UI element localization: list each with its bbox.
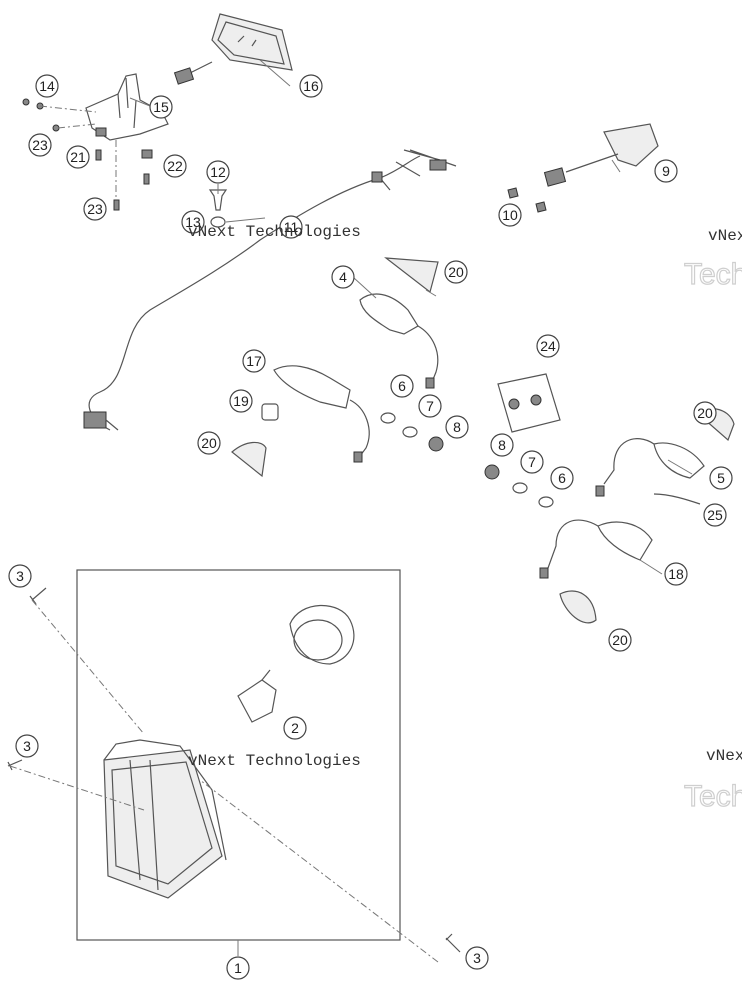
callout-20-c: 20 [693,401,717,425]
callout-13: 13 [181,210,205,234]
svg-text:3: 3 [473,950,481,966]
svg-text:7: 7 [426,398,434,414]
screw-part [208,189,228,211]
callout-9: 9 [654,159,678,183]
callout-12: 12 [206,160,230,184]
svg-text:12: 12 [210,164,226,180]
svg-text:23: 23 [87,201,103,217]
indicator-front-left [359,257,439,389]
callout-5: 5 [709,466,733,490]
reflector-plate [497,373,561,433]
svg-text:3: 3 [16,568,24,584]
callout-6-left: 6 [390,374,414,398]
callout-15: 15 [149,95,173,119]
callout-8-left: 8 [445,415,469,439]
headlight-screws [7,587,461,963]
callout-7-right: 7 [520,450,544,474]
svg-text:8: 8 [453,419,461,435]
leader-lines [129,59,693,575]
svg-text:20: 20 [201,435,217,451]
callout-18: 18 [664,562,688,586]
callout-1: 1 [226,956,250,980]
callout-22: 22 [163,154,187,178]
callout-3-top: 3 [8,564,32,588]
callout-24: 24 [536,334,560,358]
indicator-rear-right [539,519,653,624]
svg-text:3: 3 [23,738,31,754]
indicator-rear-left [231,365,370,478]
svg-text:13: 13 [185,214,201,230]
watermark-text: Tech [684,258,742,291]
svg-text:21: 21 [70,149,86,165]
callout-23-top: 23 [28,133,52,157]
svg-text:11: 11 [284,219,299,235]
watermark-text: Tech [684,780,742,813]
callout-11: 11 [279,215,303,239]
callout-16: 16 [299,74,323,98]
svg-text:6: 6 [558,470,566,486]
svg-text:8: 8 [498,437,506,453]
callout-14: 14 [35,74,59,98]
svg-text:6: 6 [398,378,406,394]
callout-19: 19 [229,389,253,413]
svg-text:1: 1 [234,960,242,976]
watermark-text: vNext Technologies [188,223,361,241]
licence-plate-light [507,123,659,213]
svg-text:9: 9 [662,163,670,179]
watermark-text: vNext [708,227,742,245]
callout-6-right: 6 [550,466,574,490]
svg-text:20: 20 [697,405,713,421]
svg-text:23: 23 [32,137,48,153]
callout-20-a: 20 [444,260,468,284]
callout-3-bottom: 3 [465,946,489,970]
callout-17: 17 [242,349,266,373]
svg-text:15: 15 [153,99,169,115]
nut-part [210,216,226,228]
svg-text:22: 22 [167,158,183,174]
callout-21: 21 [66,145,90,169]
part-drawings [7,13,735,963]
watermark-text: vNext Technologies [188,752,361,770]
svg-text:17: 17 [246,353,262,369]
indicator-front-right [595,407,735,505]
svg-text:20: 20 [448,264,464,280]
headlight-assembly [76,569,401,956]
svg-text:25: 25 [707,507,723,523]
dashboard-display [173,13,293,85]
svg-text:20: 20 [612,632,628,648]
callout-2: 2 [283,716,307,740]
svg-text:24: 24 [540,338,556,354]
svg-text:10: 10 [502,207,518,223]
callout-3-middle: 3 [15,734,39,758]
mounting-bracket [22,73,169,211]
callout-20-d: 20 [608,628,632,652]
callout-4: 4 [331,265,355,289]
svg-text:4: 4 [339,269,347,285]
washers-and-nuts [380,412,554,508]
callout-23-bottom: 23 [83,197,107,221]
callout-20-b: 20 [197,431,221,455]
watermarks: vNext Technologies vNext Technologies vN… [188,223,742,814]
svg-text:16: 16 [303,78,319,94]
svg-text:14: 14 [39,78,55,94]
svg-text:7: 7 [528,454,536,470]
callout-10: 10 [498,203,522,227]
wiring-harness [83,149,457,431]
callout-25: 25 [703,503,727,527]
watermark-text: vNext [706,747,742,765]
callout-8-right: 8 [490,433,514,457]
svg-text:19: 19 [233,393,249,409]
svg-text:5: 5 [717,470,725,486]
part-callouts: 14 15 16 23 21 22 12 23 13 11 10 9 4 20 … [8,74,733,980]
callout-7-left: 7 [418,394,442,418]
svg-text:2: 2 [291,720,299,736]
svg-text:18: 18 [668,566,684,582]
